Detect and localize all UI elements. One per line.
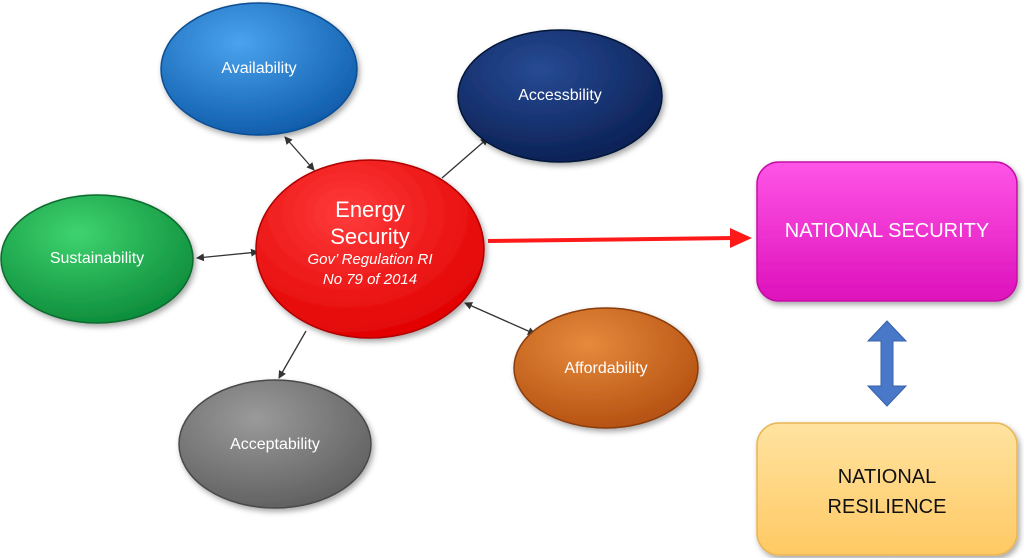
connector-affordability bbox=[464, 302, 536, 335]
energy-security-node bbox=[255, 159, 485, 339]
national-resilience-line1: NATIONAL bbox=[837, 466, 937, 488]
national-security-box bbox=[756, 161, 1018, 302]
connector-accessibility bbox=[441, 137, 489, 179]
main-arrow-head bbox=[730, 228, 752, 248]
sustainability-node bbox=[0, 194, 194, 324]
acceptability-node bbox=[178, 379, 372, 509]
national-security-label: NATIONAL SECURITY bbox=[784, 220, 990, 242]
connector-sustainability bbox=[196, 248, 259, 262]
connector-acceptability bbox=[278, 330, 307, 379]
connector-availability bbox=[284, 136, 315, 171]
main-arrow bbox=[487, 236, 735, 243]
accessibility-node bbox=[457, 29, 663, 163]
double-arrow bbox=[866, 320, 908, 407]
availability-node bbox=[160, 2, 358, 136]
national-resilience-line2: RESILIENCE bbox=[827, 496, 947, 518]
affordability-node bbox=[513, 307, 699, 429]
national-resilience-box bbox=[756, 422, 1018, 556]
national-resilience-label: NATIONAL RESILIENCE bbox=[757, 462, 1017, 522]
